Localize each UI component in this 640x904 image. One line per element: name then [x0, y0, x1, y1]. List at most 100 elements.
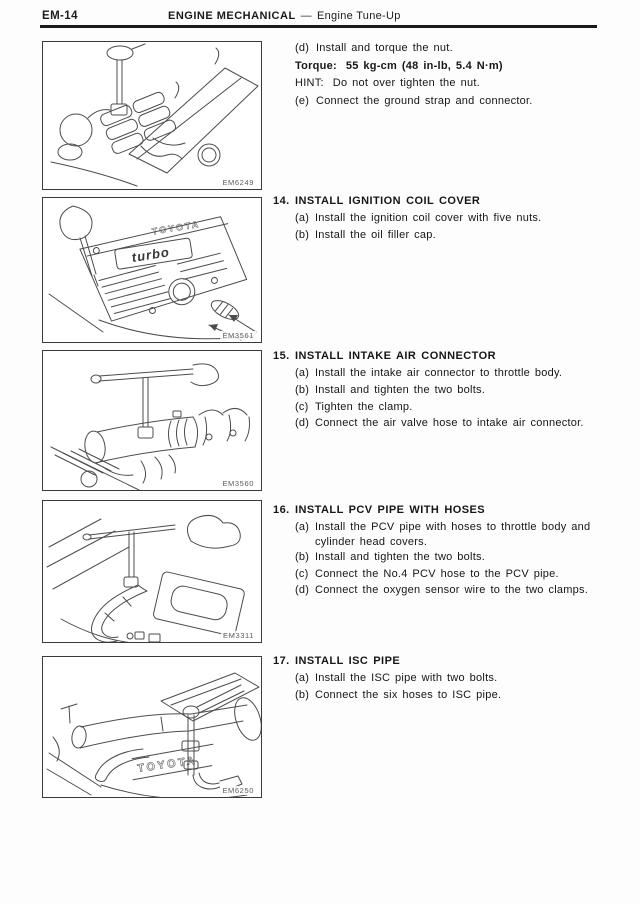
step-label: (c)	[295, 567, 309, 580]
cover-model-text: turbo	[131, 244, 171, 265]
step-label: (e)	[295, 94, 310, 107]
engine-illustration-turbo-cover: TOYOTA turbo	[48, 205, 257, 341]
section-16: 16. INSTALL PCV PIPE WITH HOSES (a) Inst…	[273, 501, 635, 599]
figure-intake-air-connector: EM3560	[42, 350, 262, 491]
section-title: INSTALL INTAKE AIR CONNECTOR	[295, 350, 497, 362]
step-text: Install and torque the nut.	[316, 42, 453, 54]
step-line: (b) Install and tighten the two bolts.	[295, 382, 635, 399]
section-title: INSTALL IGNITION COIL COVER	[295, 195, 481, 207]
wrench-art	[181, 684, 261, 776]
step-label: (d)	[295, 417, 310, 430]
step-text: Install the ignition coil cover with fiv…	[315, 212, 542, 224]
plenum-art	[198, 408, 250, 446]
subsection-name: Engine Tune-Up	[316, 10, 401, 22]
step-label: (d)	[295, 584, 310, 597]
engine-detail-art	[57, 109, 221, 167]
step-text: Install the intake air connector to thro…	[315, 367, 563, 379]
coil-cover-art: TOYOTA turbo	[79, 216, 248, 322]
socket-wrench-art	[106, 43, 146, 116]
section-17: 17. INSTALL ISC PIPE (a) Install the ISC…	[273, 652, 635, 704]
section-title: INSTALL PCV PIPE WITH HOSES	[295, 504, 486, 516]
section-number: 14.	[273, 195, 290, 207]
torque-value: 55 kg-cm (48 in-lb, 5.4 N·m)	[345, 59, 503, 72]
step-text: Connect the air valve hose to intake air…	[315, 417, 584, 430]
step-label: (a)	[295, 521, 310, 533]
t-wrench-art	[82, 524, 176, 588]
figure-code: EM3560	[220, 479, 256, 488]
step-line: (a) Install the PCV pipe with hoses to t…	[295, 519, 635, 549]
step-line: (d) Connect the air valve hose to intake…	[295, 415, 635, 432]
step-line: (c) Tighten the clamp.	[295, 399, 635, 416]
pcv-pipe-art	[91, 584, 148, 642]
step-line: (a) Install the intake air connector to …	[295, 365, 635, 382]
coil-pack-art	[100, 91, 177, 154]
section-heading: 14. INSTALL IGNITION COIL COVER	[273, 192, 635, 210]
page-header: ENGINE MECHANICAL — Engine Tune-Up	[168, 10, 401, 22]
isc-pipe-art	[71, 704, 248, 782]
header-separator: —	[300, 10, 312, 22]
step-text: Install and tighten the two bolts.	[315, 383, 486, 396]
step-line: (b) Install the oil filler cap.	[295, 227, 635, 244]
section-title: INSTALL ISC PIPE	[295, 655, 401, 667]
step-text: Install and tighten the two bolts.	[315, 550, 486, 563]
step-line: (a) Install the ignition coil cover with…	[295, 210, 635, 227]
section-number: 16.	[273, 504, 290, 516]
figure-code: EM6249	[220, 178, 256, 187]
step-line: (c) Connect the No.4 PCV hose to the PCV…	[295, 566, 635, 583]
step-label: (b)	[295, 383, 310, 396]
section-name: ENGINE MECHANICAL	[168, 10, 296, 22]
engine-edge-art	[46, 752, 248, 797]
engine-illustration-intake-connector	[50, 363, 250, 490]
step-text: Connect the No.4 PCV hose to the PCV pip…	[315, 567, 559, 580]
page-code: EM-14	[42, 10, 78, 22]
step-text: Install the oil filler cap.	[315, 228, 436, 241]
hand-screwdriver-art	[59, 205, 99, 287]
step-label: (b)	[295, 228, 310, 241]
step-text: Connect the oxygen sensor wire to the tw…	[315, 584, 589, 597]
step-label: (c)	[295, 400, 309, 413]
intake-connector-art	[84, 410, 199, 464]
engine-illustration-isc-pipe: TOYOTA	[46, 672, 261, 797]
engine-illustration-pcv-pipe	[46, 515, 245, 642]
step-label: (a)	[295, 672, 310, 684]
figure-isc-pipe: TOYOTA EM6250	[42, 656, 262, 798]
step-text-line: cylinder head covers.	[315, 535, 428, 548]
figure-code: EM3311	[221, 631, 256, 640]
figure-code: EM6250	[220, 786, 256, 795]
step-text: Connect the six hoses to ISC pipe.	[315, 688, 502, 701]
step-line: (d) Connect the oxygen sensor wire to th…	[295, 582, 635, 599]
intake-block-art	[52, 672, 260, 762]
step-label: (b)	[295, 688, 310, 701]
step-label: (a)	[295, 212, 310, 224]
fittings-art	[60, 618, 161, 642]
step-label: (d)	[295, 42, 310, 54]
hint-line: HINT: Do not over tighten the nut.	[295, 75, 635, 93]
figure-ignition-coil-nut: EM6249	[42, 41, 262, 190]
torque-spec-line: Torque: 55 kg-cm (48 in-lb, 5.4 N·m)	[295, 58, 635, 76]
t-wrench-art	[90, 363, 219, 439]
step-text: Connect the ground strap and connector.	[316, 94, 533, 107]
step-line: (b) Install and tighten the two bolts.	[295, 549, 635, 566]
engine-illustration-coil-pack-wrench	[50, 43, 259, 187]
figure-ignition-coil-cover: TOYOTA turbo	[42, 197, 262, 343]
section-number: 17.	[273, 655, 290, 667]
step-line: (a) Install the ISC pipe with two bolts.	[295, 670, 635, 687]
step-line: (e) Connect the ground strap and connect…	[295, 93, 635, 111]
cam-cover-art: TOYOTA	[131, 743, 214, 781]
step-label: (a)	[295, 367, 310, 379]
hint-text: Do not over tighten the nut.	[332, 77, 480, 89]
step-text-line: Install the PCV pipe with hoses to throt…	[315, 521, 591, 533]
cover-brand-text: TOYOTA	[151, 219, 201, 236]
valve-cover-art	[153, 571, 245, 637]
section-number: 15.	[273, 350, 290, 362]
step-label: (b)	[295, 550, 310, 563]
step-text: Install the PCV pipe with hoses to throt…	[315, 519, 590, 549]
torque-label: Torque:	[295, 59, 337, 72]
background-lines-art	[46, 515, 241, 590]
hint-label: HINT:	[295, 77, 324, 89]
section-heading: 15. INSTALL INTAKE AIR CONNECTOR	[273, 347, 635, 365]
header-rule	[40, 25, 597, 28]
valve-cover-art	[50, 47, 259, 187]
figure-pcv-pipe: EM3311	[42, 500, 262, 643]
